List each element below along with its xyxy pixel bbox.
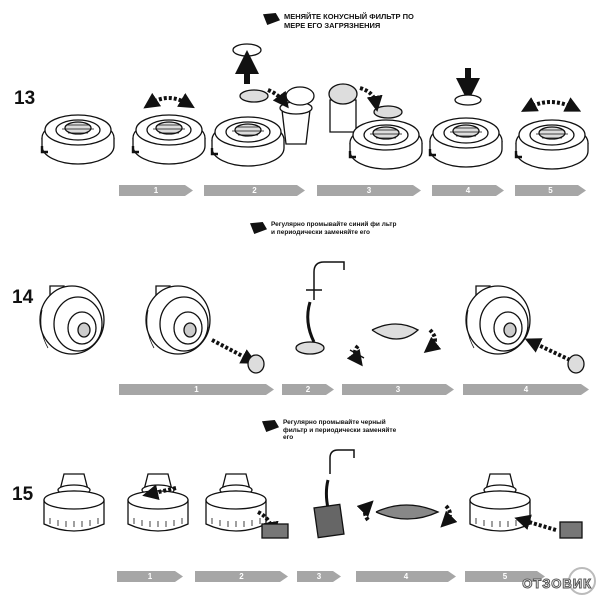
step-bar: 2 (204, 185, 305, 196)
step-bar: 4 (432, 185, 504, 196)
watermark: ОТЗОВИК (522, 576, 592, 592)
step-bar: 3 (297, 571, 341, 582)
step-bar: 5 (465, 571, 545, 582)
step-bar: 1 (119, 185, 193, 196)
note-text: Регулярно промывайте синий фи льтр и пер… (271, 221, 397, 236)
note-text: МЕНЯЙТЕ КОНУСНЫЙ ФИЛЬТР ПО МЕРЕ ЕГО ЗАГР… (284, 12, 414, 30)
step-bar: 4 (356, 571, 456, 582)
step-bar: 5 (515, 185, 586, 196)
step-bar: 4 (463, 384, 589, 395)
step-bar: 2 (195, 571, 288, 582)
step-bar: 1 (117, 571, 183, 582)
note-text: Регулярно промывайте черный фильтр и пер… (283, 419, 397, 441)
step-bar: 1 (119, 384, 274, 395)
section-15-note: Регулярно промывайте черный фильтр и пер… (262, 419, 401, 442)
section-number-13: 13 (14, 88, 36, 109)
step-bar: 3 (342, 384, 454, 395)
section-number-15: 15 (12, 484, 34, 505)
step-bar: 2 (282, 384, 334, 395)
section-number-14: 14 (12, 287, 34, 308)
step-bar: 3 (317, 185, 421, 196)
section-13-note: МЕНЯЙТЕ КОНУСНЫЙ ФИЛЬТР ПО МЕРЕ ЕГО ЗАГР… (263, 12, 414, 30)
section-14-note: Регулярно промывайте синий фи льтр и пер… (250, 221, 401, 236)
watermark-icon (568, 567, 596, 595)
